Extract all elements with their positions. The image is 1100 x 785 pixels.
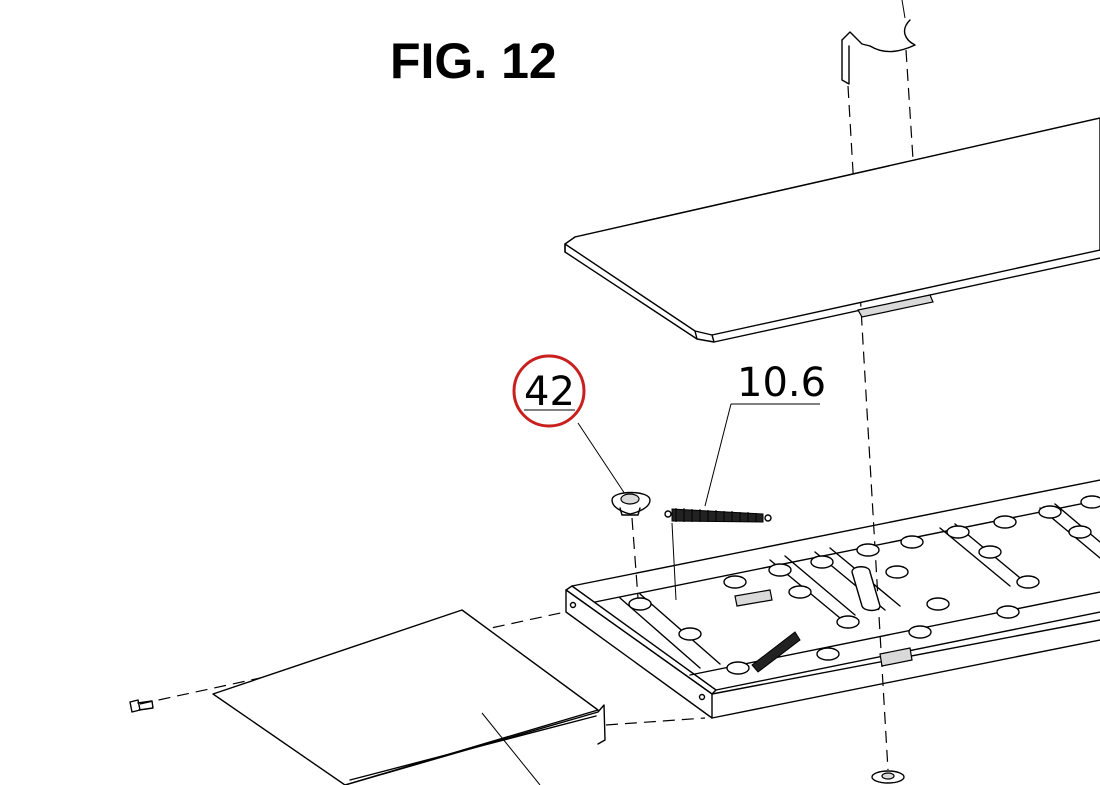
- part-10-6-spring: [664, 508, 772, 523]
- callout-10-6-label: 10.6: [737, 360, 826, 406]
- axis-line-foot: [631, 517, 639, 599]
- callout-42-label: 42: [524, 369, 575, 415]
- callout-highlight-circle: [512, 354, 586, 428]
- callout-10-6-leader: [704, 403, 732, 507]
- figure-title: FIG. 12: [390, 33, 557, 89]
- spring-axis: [671, 522, 677, 601]
- pin-clip: [841, 0, 916, 85]
- callout-42: 42: [512, 354, 626, 495]
- bottom-nut: [871, 770, 905, 784]
- bolt: [129, 699, 154, 713]
- callout-42-leader: [577, 422, 626, 495]
- callout-10-6: 10.6: [704, 360, 826, 507]
- part-42-foot: [611, 491, 651, 516]
- frame-feet: [628, 495, 1100, 675]
- ramp-plate: [139, 609, 706, 785]
- top-cover-plate: [564, 117, 1100, 343]
- base-frame: [565, 479, 1100, 719]
